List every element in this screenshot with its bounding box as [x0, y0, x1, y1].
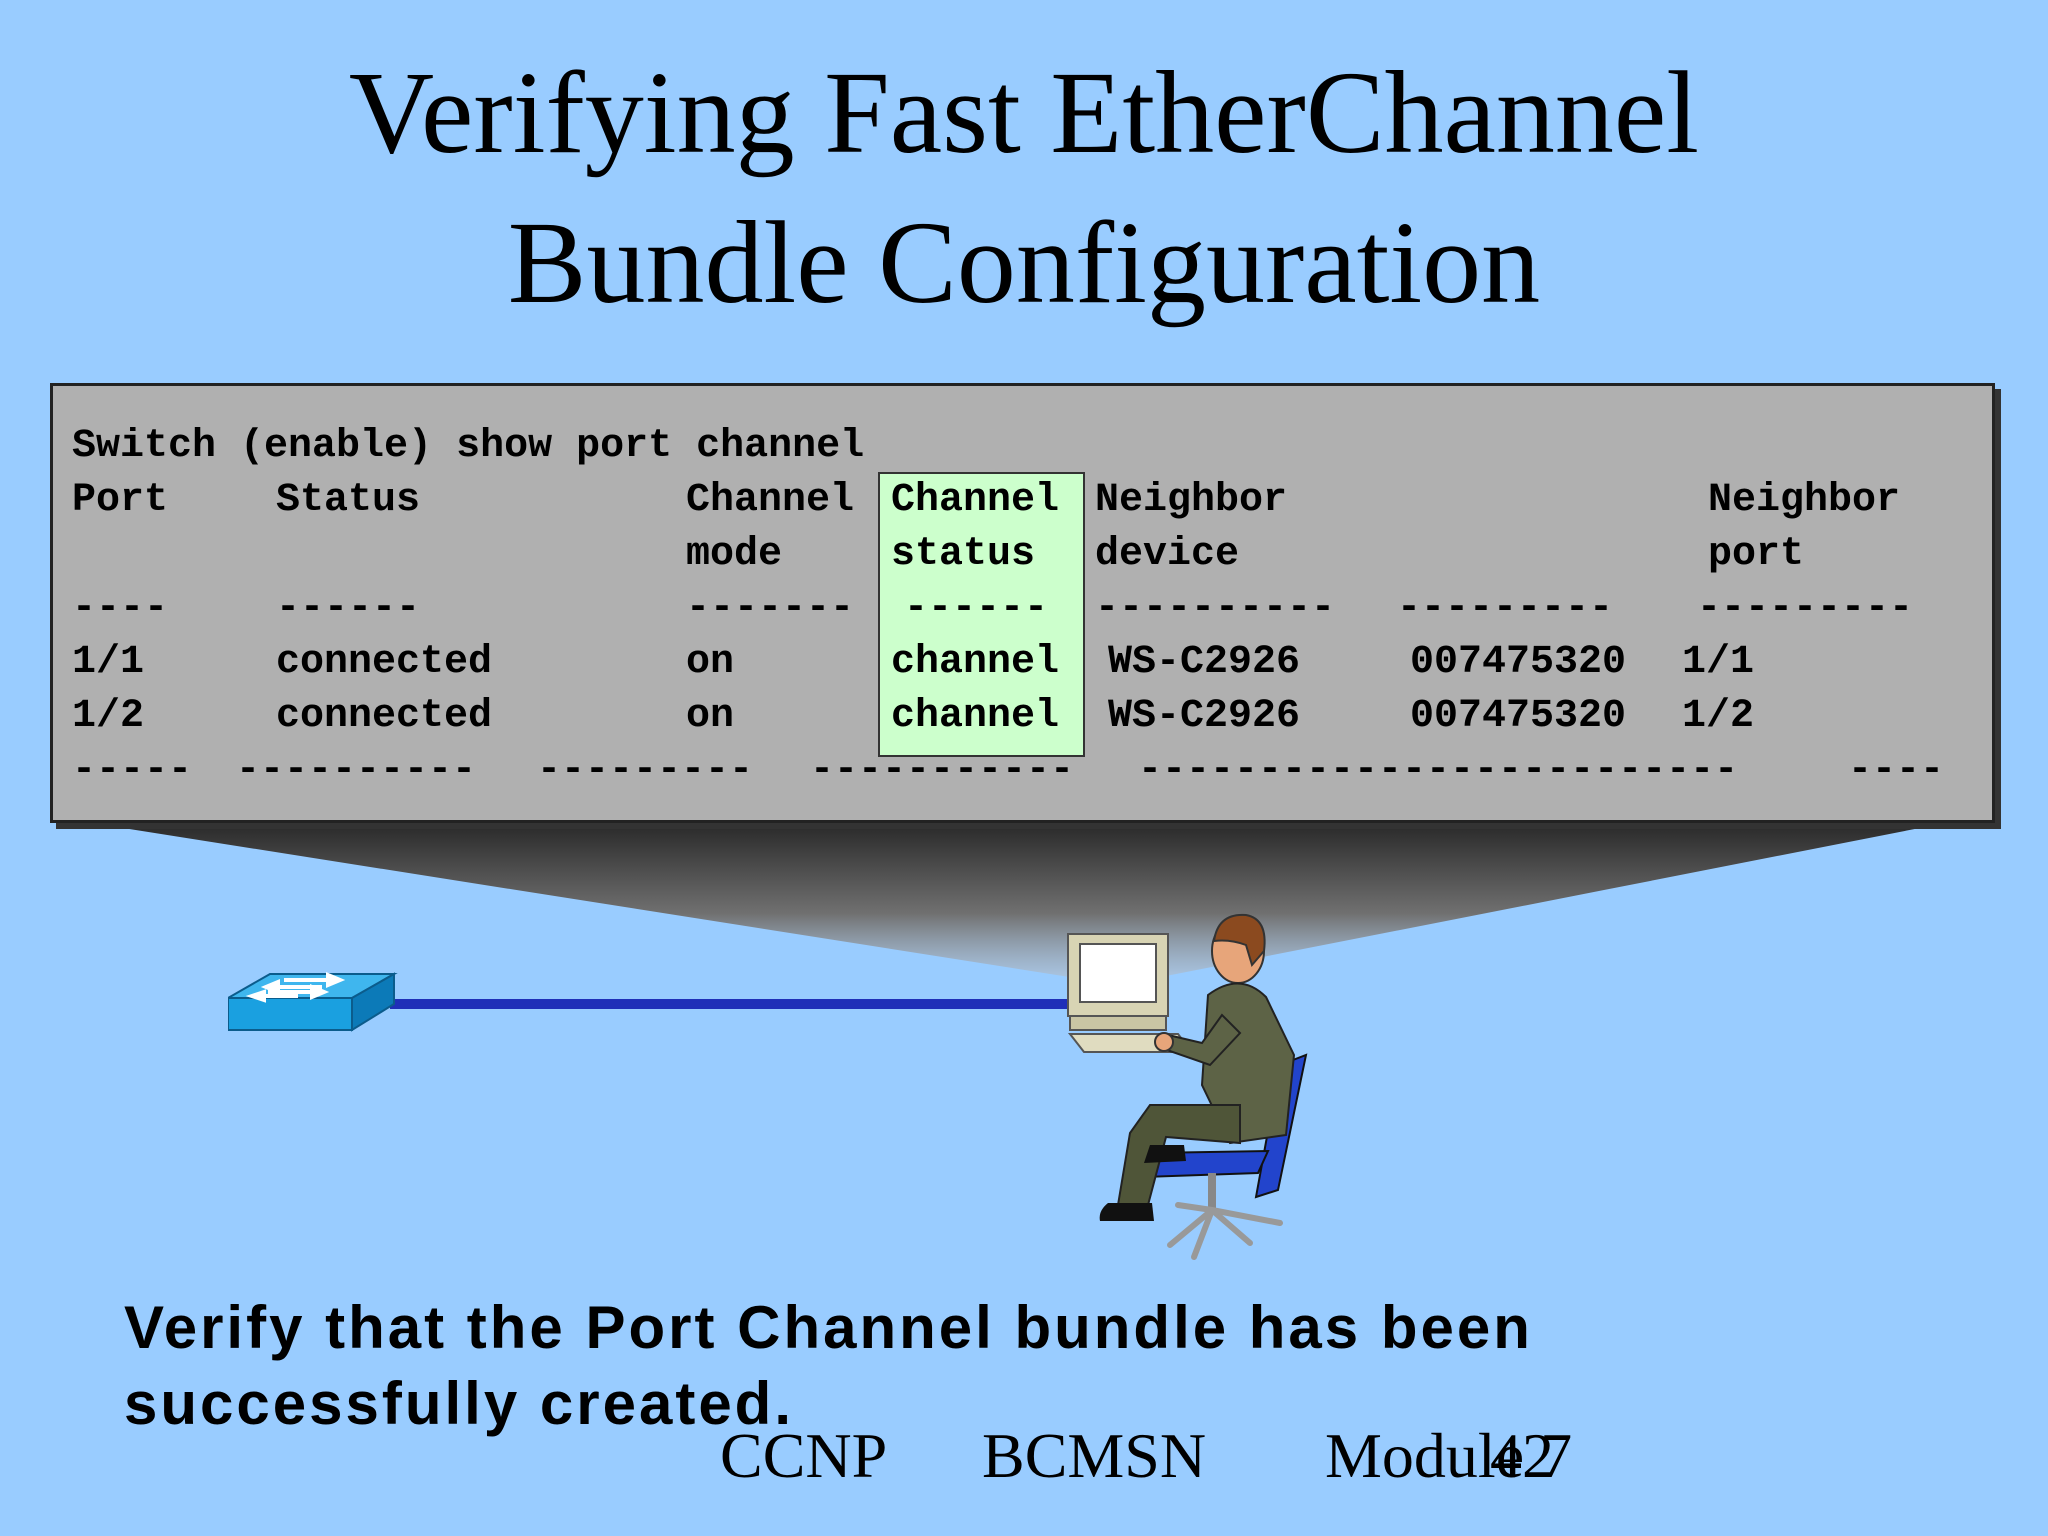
table-cell-neighbor-port: 1/2 — [1682, 694, 1755, 739]
col-subheader-device: device — [1095, 532, 1240, 577]
footer-course: BCMSN — [982, 1420, 1207, 1491]
caption-line-2: successfully created. — [124, 1370, 795, 1437]
switch-icon — [228, 972, 398, 1032]
separator-dashes: ----------- — [810, 748, 1075, 793]
caption-line-1: Verify that the Port Channel bundle has … — [124, 1294, 1533, 1361]
separator-dashes: ---------- — [1095, 586, 1336, 631]
separator-dashes: ---------- — [236, 748, 477, 793]
table-cell-neighbor-port: 1/1 — [1682, 640, 1755, 685]
separator-dashes: --------- — [1397, 586, 1614, 631]
title-line-1: Verifying Fast EtherChannel — [348, 47, 1700, 178]
table-cell-mode: on — [686, 694, 735, 739]
footer-module: Module 7 — [1325, 1420, 1573, 1491]
footer-page-number: 42 — [1490, 1420, 1554, 1491]
col-subheader-port: port — [1708, 532, 1805, 577]
separator-dashes: --------- — [537, 748, 754, 793]
separator-dashes: ------ — [276, 586, 421, 631]
col-header-port: Port — [72, 478, 169, 523]
table-cell-mode: on — [686, 640, 735, 685]
table-cell-channel-status: channel — [891, 694, 1060, 739]
separator-dashes: ---- — [72, 586, 169, 631]
workstation-icon — [1067, 933, 1195, 1053]
table-cell-port: 1/2 — [72, 694, 145, 739]
separator-dashes: ----- — [72, 748, 193, 793]
separator-dashes: ------- — [686, 586, 855, 631]
table-cell-serial: 007475320 — [1410, 694, 1627, 739]
col-subheader-status: status — [891, 532, 1036, 577]
col-header-channel-status: Channel — [891, 478, 1060, 523]
page-title: Verifying Fast EtherChannel Bundle Confi… — [0, 38, 2048, 338]
separator-dashes: ------------------------- — [1138, 748, 1739, 793]
table-cell-port: 1/1 — [72, 640, 145, 685]
separator-dashes: ---- — [1848, 748, 1945, 793]
table-cell-serial: 007475320 — [1410, 640, 1627, 685]
table-cell-device: WS-C2926 — [1108, 640, 1301, 685]
col-header-status: Status — [276, 478, 421, 523]
caption-text: Verify that the Port Channel bundle has … — [124, 1290, 1533, 1442]
table-cell-device: WS-C2926 — [1108, 694, 1301, 739]
col-header-channel-mode: Channel — [686, 478, 855, 523]
table-cell-channel-status: channel — [891, 640, 1060, 685]
col-header-neighbor-port: Neighbor — [1708, 478, 1901, 523]
footer-ccnp: CCNP — [720, 1420, 888, 1491]
separator-dashes: ------ — [904, 586, 1049, 631]
channel-status-highlight — [878, 472, 1085, 757]
table-cell-status: connected — [276, 640, 493, 685]
title-line-2: Bundle Configuration — [507, 197, 1541, 328]
command-line: Switch (enable) show port channel — [72, 424, 865, 469]
separator-dashes: --------- — [1697, 586, 1914, 631]
col-header-neighbor-device: Neighbor — [1095, 478, 1288, 523]
col-subheader-mode: mode — [686, 532, 783, 577]
table-cell-status: connected — [276, 694, 493, 739]
person-icon — [1099, 913, 1308, 1260]
